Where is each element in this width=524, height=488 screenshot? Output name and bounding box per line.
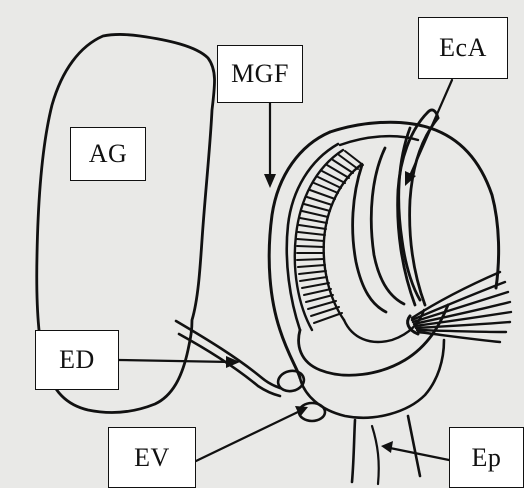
mgf-arrow-head	[264, 174, 276, 188]
label-ag: AG	[70, 127, 146, 181]
ev-pointer	[196, 411, 300, 461]
label-eca: EcA	[418, 17, 508, 79]
ep-arrow-head	[381, 441, 393, 453]
label-ev: EV	[108, 427, 196, 488]
lower-bulb-inner	[344, 310, 424, 342]
label-mgf: MGF	[217, 45, 303, 103]
ep-tube-left	[352, 420, 355, 482]
ep-tube-crease	[372, 426, 379, 484]
lower-bulb-base	[300, 340, 444, 418]
ejaculatory-duct-outer	[176, 321, 280, 388]
central-lobe-left	[353, 165, 386, 312]
ep-pointer	[390, 448, 449, 460]
label-ep: Ep	[449, 427, 524, 488]
label-ed: ED	[35, 330, 119, 390]
ep-tube-right	[408, 416, 420, 476]
ed-pointer	[119, 360, 231, 362]
